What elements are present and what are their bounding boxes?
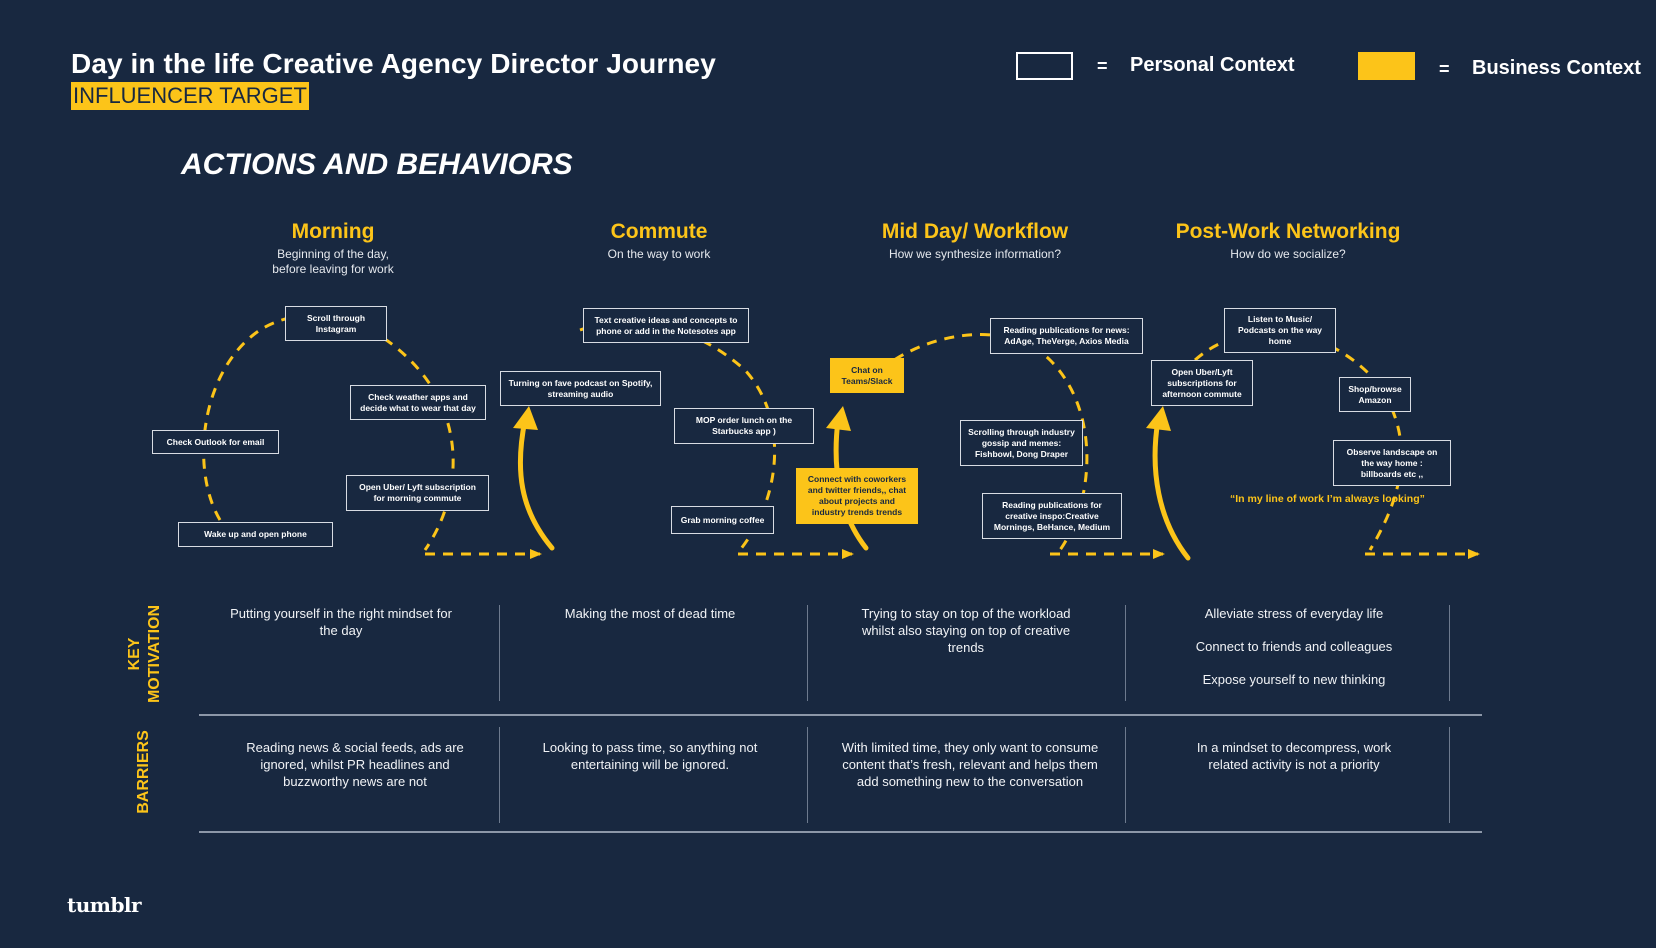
legend-equals: = <box>1439 59 1450 79</box>
action-box: Listen to Music/ Podcasts on the way hom… <box>1224 308 1336 353</box>
rise-arrow-commute <box>517 417 555 551</box>
barrier-cell-morning: Reading news & social feeds, ads are ign… <box>246 740 464 789</box>
business-action-box: Connect with coworkers and twitter frien… <box>796 468 918 524</box>
rise-arrow-postwork <box>1152 417 1191 561</box>
column-divider <box>1449 727 1450 823</box>
legend-personal-label: Personal Context <box>1130 54 1295 76</box>
action-box: Wake up and open phone <box>178 522 333 547</box>
action-box: Observe landscape on the way home : bill… <box>1333 440 1451 486</box>
rise-arrowhead-midday <box>826 406 851 431</box>
stage-title-morning: Morning <box>291 220 375 243</box>
action-box: Check weather apps and decide what to we… <box>350 385 486 420</box>
column-divider <box>807 605 808 701</box>
section-title: ACTIONS AND BEHAVIORS <box>181 148 573 181</box>
stage-title-commute: Commute <box>610 220 708 243</box>
action-box: Turning on fave podcast on Spotify, stre… <box>500 371 661 406</box>
motivation-text: Making the most of dead time <box>564 606 736 621</box>
action-box: Open Uber/ Lyft subscription for morning… <box>346 475 489 511</box>
action-box: Scroll through Instagram <box>285 306 387 341</box>
key-motivation-label: KEY MOTIVATION <box>126 604 163 704</box>
column-divider <box>1125 605 1126 701</box>
legend-equals: = <box>1097 56 1108 76</box>
barriers-label: BARRIERS <box>135 730 152 814</box>
action-box: Open Uber/Lyft subscriptions for afterno… <box>1151 360 1253 406</box>
motivation-cell-midday: Trying to stay on top of the workload wh… <box>850 605 1082 672</box>
persona-quote: “In my line of work I’m always looking” <box>1230 493 1425 505</box>
stage-title-midday: Mid Day/ Workflow <box>881 220 1069 243</box>
legend-personal-swatch <box>1016 52 1073 80</box>
action-box: MOP order lunch on the Starbucks app ) <box>674 408 814 444</box>
stage-subtitle-postwork: How do we socialize? <box>1230 247 1346 261</box>
legend-business-label: Business Context <box>1472 57 1641 79</box>
barrier-cell-postwork: In a mindset to decompress, work related… <box>1196 740 1392 772</box>
motivation-text: Connect to friends and colleagues <box>1195 639 1393 654</box>
morning-arc <box>202 313 455 551</box>
column-divider <box>1125 727 1126 823</box>
motivation-cell-morning: Putting yourself in the right mindset fo… <box>229 605 453 655</box>
row-divider <box>199 714 1482 716</box>
motivation-cell-commute: Making the most of dead time <box>540 605 760 638</box>
page-title: Day in the life Creative Agency Director… <box>71 48 716 79</box>
row-divider <box>199 831 1482 833</box>
rise-arrowhead-postwork <box>1146 406 1171 431</box>
rise-arrowhead-commute <box>513 406 538 430</box>
action-box: Scrolling through industry gossip and me… <box>960 420 1083 466</box>
column-divider <box>499 727 500 823</box>
column-divider <box>807 727 808 823</box>
column-divider <box>1449 605 1450 701</box>
action-box: Grab morning coffee <box>671 506 774 534</box>
legend-business-swatch <box>1358 52 1415 80</box>
column-divider <box>499 605 500 701</box>
action-box: Reading publications for creative inspo:… <box>982 493 1122 539</box>
action-box: Shop/browse Amazon <box>1339 377 1411 412</box>
motivation-cell-postwork: Alleviate stress of everyday life Connec… <box>1170 605 1418 704</box>
barrier-cell-commute: Looking to pass time, so anything not en… <box>542 740 758 772</box>
stage-subtitle-morning: Beginning of the day, before leaving for… <box>272 247 394 276</box>
motivation-text: Putting yourself in the right mindset fo… <box>230 606 452 638</box>
action-box: Reading publications for news: AdAge, Th… <box>990 318 1143 354</box>
motivation-text: Expose yourself to new thinking <box>1202 672 1386 687</box>
stage-subtitle-commute: On the way to work <box>607 247 711 261</box>
motivation-text: Alleviate stress of everyday life <box>1204 606 1384 621</box>
barrier-cell-midday: With limited time, they only want to con… <box>841 740 1099 789</box>
business-action-box: Chat on Teams/Slack <box>830 358 904 393</box>
tumblr-logo: tumblr <box>67 893 142 917</box>
action-box: Text creative ideas and concepts to phon… <box>583 308 749 343</box>
motivation-text: Trying to stay on top of the workload wh… <box>861 606 1071 655</box>
action-box: Check Outlook for email <box>152 430 279 454</box>
stage-subtitle-midday: How we synthesize information? <box>888 247 1062 261</box>
stage-title-postwork: Post-Work Networking <box>1175 220 1401 243</box>
page-subtitle-badge: INFLUENCER TARGET <box>71 82 309 110</box>
